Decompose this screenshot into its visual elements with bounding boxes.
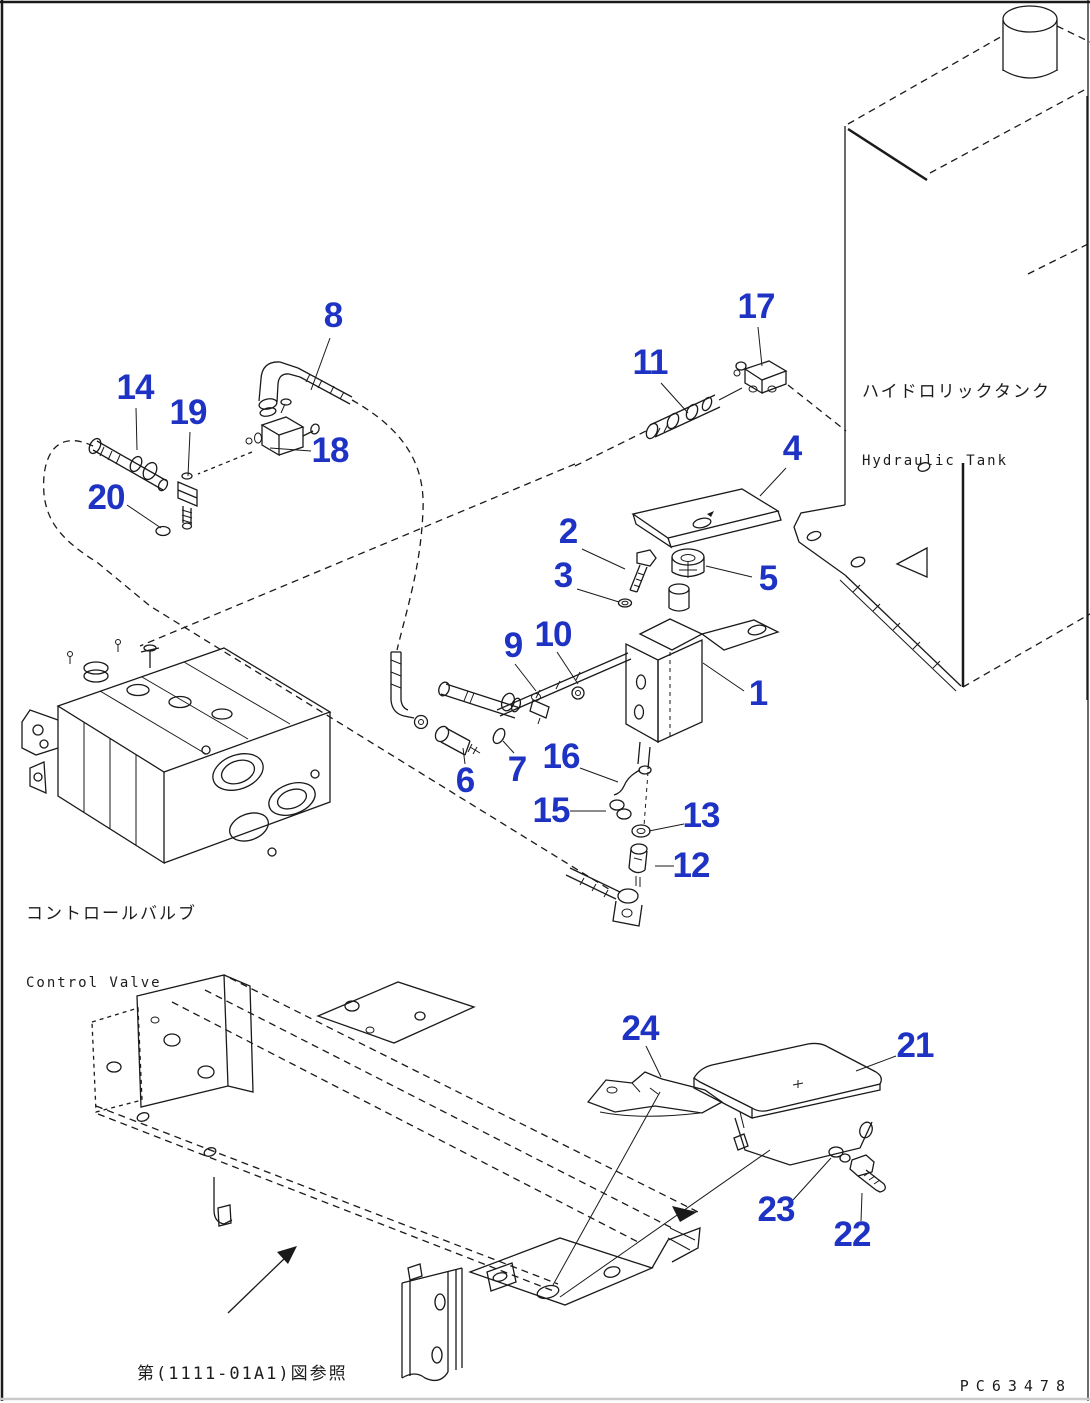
- linkage: [496, 652, 651, 927]
- part-number-11: 11: [632, 343, 669, 382]
- part-number-16: 16: [542, 737, 581, 776]
- control-valve-label: コントロールバルブ Control Valve: [26, 856, 197, 1017]
- control-valve: [21, 639, 332, 865]
- part-number-22: 22: [833, 1215, 872, 1254]
- part-number-21: 21: [896, 1026, 935, 1065]
- drawing-code: PC63478: [959, 1377, 1072, 1395]
- fitting-18: [197, 398, 320, 475]
- part-number-2: 2: [558, 512, 578, 551]
- washer-23: [828, 1146, 851, 1163]
- part-number-14: 14: [116, 368, 155, 407]
- part-number-4: 4: [782, 429, 802, 468]
- part-number-5: 5: [758, 559, 778, 598]
- part-number-9: 9: [503, 626, 523, 665]
- tank-label: ハイドロリックタンク Hydraulic Tank: [862, 334, 1051, 495]
- see-fig-label: 第(1111-01A1)図参照 See Fig.(1111-01A1): [137, 1316, 348, 1403]
- mounting-frame: [91, 974, 771, 1382]
- part-number-3: 3: [553, 556, 573, 595]
- leader-lines: [126, 326, 897, 1222]
- part-number-10: 10: [534, 615, 573, 654]
- control-valve-label-en: Control Valve: [26, 975, 162, 992]
- routing-lines: [42, 440, 613, 892]
- part-number-20: 20: [87, 478, 126, 517]
- see-fig-label-jp: 第(1111-01A1)図参照: [137, 1364, 348, 1385]
- part-number-8: 8: [323, 296, 343, 335]
- part-number-19: 19: [169, 393, 208, 432]
- hose-14: [88, 437, 169, 492]
- hose-11: [574, 387, 743, 467]
- hose-8: [258, 361, 424, 651]
- see-fig-arrow: [227, 1246, 297, 1314]
- bracket-24: [586, 1071, 724, 1117]
- fitting-19: [177, 472, 198, 530]
- part-number-12: 12: [672, 846, 711, 885]
- fitting-17: [733, 360, 847, 432]
- part-number-1: 1: [748, 674, 768, 713]
- part-number-24: 24: [621, 1009, 660, 1048]
- ring-20: [155, 525, 171, 537]
- part-number-13: 13: [682, 796, 721, 835]
- part-number-7: 7: [507, 750, 527, 789]
- part-number-23: 23: [757, 1190, 796, 1229]
- valve-assembly: [617, 488, 782, 775]
- tank-label-en: Hydraulic Tank: [862, 453, 1009, 470]
- bolt-22: [849, 1154, 886, 1193]
- cover-21: [693, 1042, 882, 1166]
- tank-label-jp: ハイドロリックタンク: [862, 382, 1051, 403]
- part-number-6: 6: [455, 761, 475, 800]
- part-number-18: 18: [311, 431, 350, 470]
- part-number-17: 17: [737, 287, 776, 326]
- control-valve-label-jp: コントロールバルブ: [26, 904, 197, 925]
- part-number-15: 15: [532, 791, 571, 830]
- hydraulic-tank: [793, 5, 1090, 700]
